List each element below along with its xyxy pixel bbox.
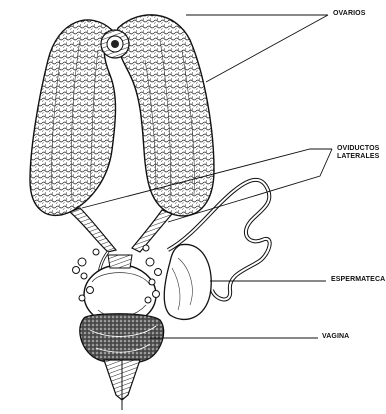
ovipositor xyxy=(104,360,140,410)
label-oviductos-line1: OVIDUCTOS xyxy=(337,145,379,153)
right-ovary xyxy=(116,15,214,216)
label-oviductos-laterales: OVIDUCTOS LATERALES xyxy=(337,145,379,161)
leader-ovarios xyxy=(186,15,328,82)
label-ovarios: OVARIOS xyxy=(333,10,365,18)
vagina xyxy=(80,314,164,364)
label-espermateca: ESPERMATECA xyxy=(331,276,385,284)
ovary-coil xyxy=(101,30,129,58)
spermatheca xyxy=(164,244,211,319)
lateral-oviducts xyxy=(70,208,172,252)
label-oviductos-line2: LATERALES xyxy=(337,153,379,161)
label-vagina: VAGINA xyxy=(322,333,349,341)
